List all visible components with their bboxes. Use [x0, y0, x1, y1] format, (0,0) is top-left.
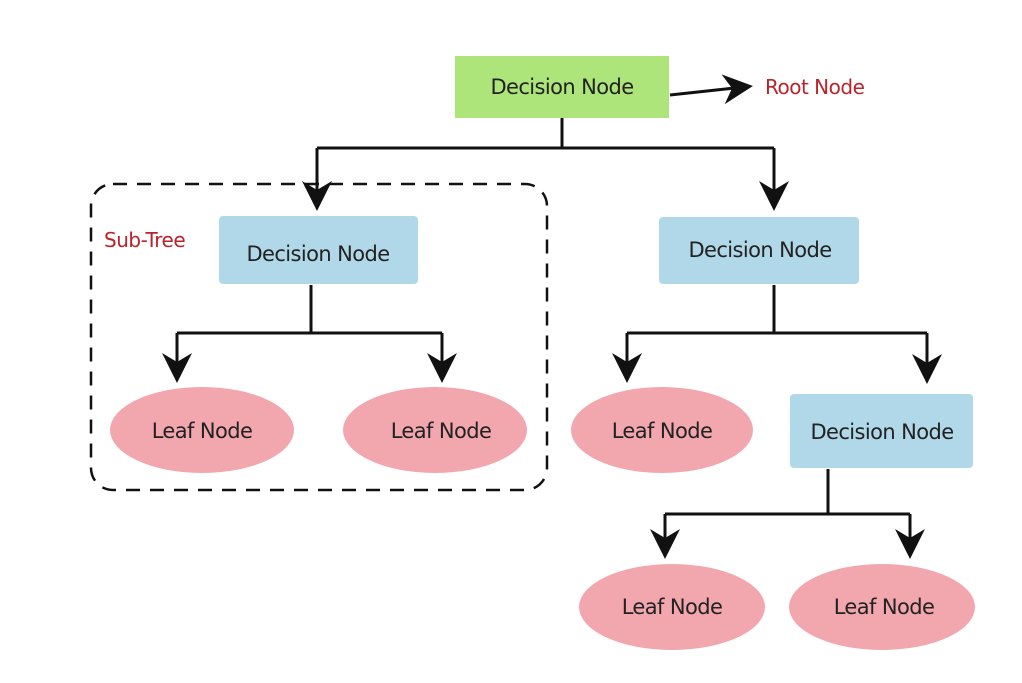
leaf-node-3: Leaf Node	[571, 387, 753, 473]
sub-tree-annotation: Sub-Tree	[104, 228, 185, 252]
right-decision-node: Decision Node	[659, 217, 859, 284]
left-decision-node-label: Decision Node	[246, 242, 389, 266]
root-node-label: Decision Node	[490, 75, 633, 99]
root-decision-node: Decision Node	[455, 56, 669, 118]
leaf-node-4: Leaf Node	[579, 564, 765, 650]
left-decision-node: Decision Node	[219, 216, 418, 284]
root-node-pointer-arrow	[669, 74, 753, 105]
leaf-node-1: Leaf Node	[110, 387, 294, 473]
leaf-node-2: Leaf Node	[343, 387, 527, 473]
connectors	[162, 74, 942, 559]
leaf-node-5: Leaf Node	[789, 564, 975, 650]
lower-decision-node-label: Decision Node	[810, 420, 953, 444]
leaf-node-2-label: Leaf Node	[391, 419, 492, 443]
root-node-annotation: Root Node	[765, 75, 865, 99]
leaf-node-1-label: Leaf Node	[152, 419, 253, 443]
leaf-node-4-label: Leaf Node	[622, 595, 723, 619]
leaf-node-5-label: Leaf Node	[834, 595, 935, 619]
lower-decision-node: Decision Node	[790, 394, 973, 468]
leaf-node-3-label: Leaf Node	[612, 419, 713, 443]
right-decision-node-label: Decision Node	[688, 238, 831, 262]
